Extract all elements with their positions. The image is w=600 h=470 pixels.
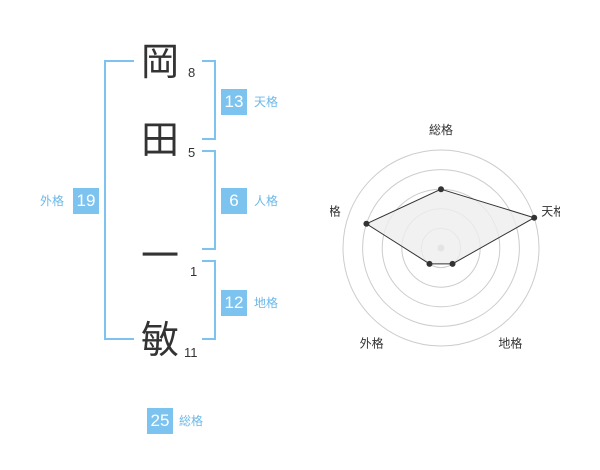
chikaku-label: 地格 xyxy=(254,296,279,310)
gaikaku-label: 外格 xyxy=(40,194,65,208)
jinkaku-bracket xyxy=(202,150,216,250)
chikaku-value: 12 xyxy=(221,290,247,316)
radar-point-1 xyxy=(531,214,538,221)
name-char-4: 敏 xyxy=(140,318,179,362)
tenkaku-value: 13 xyxy=(221,89,247,115)
name-char-1: 岡 xyxy=(140,40,179,84)
stroke-count-4: 11 xyxy=(184,345,198,360)
chikaku-bracket xyxy=(202,260,216,340)
radar-point-0 xyxy=(438,186,444,193)
stroke-count-2: 5 xyxy=(188,145,196,160)
radar-ring xyxy=(342,149,540,347)
gaikaku-value: 19 xyxy=(73,188,99,214)
soukaku-label: 総格 xyxy=(179,414,204,428)
radar-axis-label-4: 人格 xyxy=(330,204,341,219)
radar-polygon xyxy=(365,188,536,265)
soukaku-value: 25 xyxy=(147,408,173,434)
stroke-count-1: 8 xyxy=(188,65,196,80)
radar-ring xyxy=(362,169,520,327)
name-char-3: 一 xyxy=(140,234,179,278)
name-char-2: 田 xyxy=(140,118,179,162)
gaikaku-bracket xyxy=(104,60,134,340)
tenkaku-bracket xyxy=(202,60,216,140)
radar-axis-label-0: 総格 xyxy=(429,122,453,137)
radar-axis-label-1: 天格 xyxy=(541,204,560,219)
radar-axis-label-2: 地格 xyxy=(498,335,522,350)
radar-point-4 xyxy=(363,220,370,227)
jinkaku-label: 人格 xyxy=(254,194,279,208)
radar-axis-label-3: 外格 xyxy=(360,335,384,350)
radar-point-3 xyxy=(426,260,433,267)
tenkaku-label: 天格 xyxy=(254,95,279,109)
stroke-count-3: 1 xyxy=(190,264,198,279)
jinkaku-value: 6 xyxy=(221,188,247,214)
radar-points xyxy=(363,186,538,267)
radar-point-2 xyxy=(449,260,456,267)
